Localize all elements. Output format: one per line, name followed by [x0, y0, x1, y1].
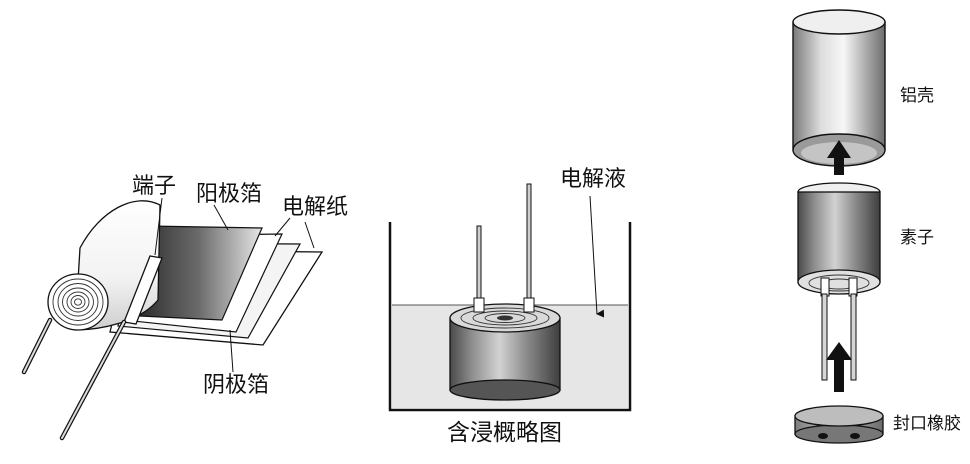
label-cathode-foil: 阴极箔 [203, 373, 270, 398]
aluminum-case-body [792, 21, 886, 151]
terminal-tab [123, 255, 163, 325]
terminal-leader [154, 197, 163, 256]
sealing-rubber-hole-left [818, 433, 828, 439]
caption-impregnation: 含浸概略图 [447, 420, 562, 446]
winding-panel [21, 197, 324, 441]
label-anode-foil: 阳极箔 [196, 182, 263, 207]
element-body [797, 191, 881, 283]
impregnation-tank [388, 222, 632, 412]
element-lead-left [821, 293, 828, 381]
label-aluminum-case: 铝壳 [900, 86, 934, 106]
sealing-rubber-top [794, 405, 884, 427]
element-lead-right [850, 293, 857, 381]
label-terminal: 端子 [132, 174, 177, 199]
arrow-up-icon [827, 140, 851, 175]
paper-leader-1 [274, 217, 291, 237]
label-sealing-rubber: 封口橡胶 [893, 414, 961, 434]
label-electrolytic-paper: 电解纸 [282, 195, 349, 220]
immersed-lead-left [476, 225, 482, 307]
electrolyte-leader [589, 195, 605, 318]
immersed-lead-right [526, 183, 532, 307]
impregnation-panel [388, 183, 632, 412]
sealing-rubber-hole-right [850, 433, 860, 439]
label-element: 素子 [900, 228, 934, 248]
element-bottom [797, 269, 881, 295]
arrow-up-icon-lower [826, 342, 852, 392]
assembly-panel [792, 9, 886, 444]
roll-end-spiral [47, 273, 109, 331]
paper-leader-2 [304, 221, 315, 249]
anode-foil-leader [213, 204, 229, 231]
label-electrolyte: 电解液 [560, 167, 627, 192]
cathode-foil-leader [229, 329, 234, 373]
